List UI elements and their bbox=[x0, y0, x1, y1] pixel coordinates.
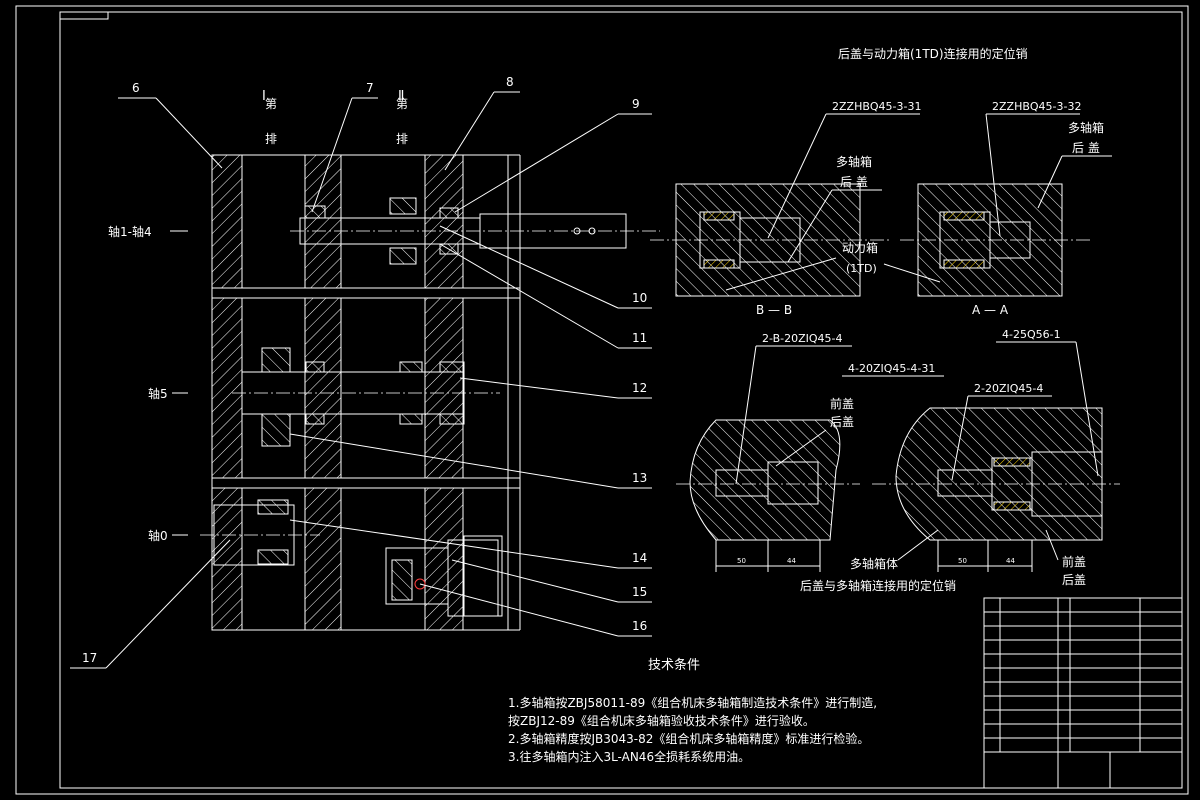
section-aa bbox=[900, 183, 1090, 297]
front-cover-label-2: 前盖 bbox=[1062, 554, 1086, 569]
notes-line-3: 2.多轴箱精度按JB3043-82《组合机床多轴箱精度》标准进行检验。 bbox=[508, 732, 870, 746]
inner-frame bbox=[59, 11, 1183, 789]
notes-title: 技术条件 bbox=[648, 658, 701, 673]
dim-44-b: 44 bbox=[1006, 557, 1015, 565]
section-aa-label: A — A bbox=[972, 303, 1009, 317]
corner-tag bbox=[59, 11, 109, 20]
pin-b-label: 2ZZHBQ45-3-31 bbox=[832, 100, 921, 113]
cover-pin-right bbox=[872, 407, 1120, 541]
title-block bbox=[983, 597, 1183, 789]
pin-front-left-label: 2-B-20ZIQ45-4 bbox=[762, 332, 843, 345]
notes-line-1: 1.多轴箱按ZBJ58011-89《组合机床多轴箱制造技术条件》进行制造, bbox=[508, 696, 878, 710]
title-bottom: 后盖与多轴箱连接用的定位销 bbox=[800, 578, 956, 593]
row-2-char-2: 排 bbox=[396, 132, 408, 146]
part-9: 9 bbox=[632, 97, 640, 111]
part-13: 13 bbox=[632, 471, 647, 485]
axis-label-1-4: 轴1-轴4 bbox=[108, 224, 152, 239]
power-box-b: (1TD) bbox=[846, 262, 877, 275]
power-box-a: 动力箱 bbox=[842, 240, 878, 255]
axis-label-5: 轴5 bbox=[148, 386, 168, 401]
multi-box-body-label: 多轴箱体 bbox=[850, 556, 898, 571]
axis-label-0: 轴0 bbox=[148, 528, 168, 543]
part-7: 7 bbox=[366, 81, 374, 95]
part-14: 14 bbox=[632, 551, 647, 565]
rear-cover-label: 后盖 bbox=[830, 415, 854, 429]
part-8: 8 bbox=[506, 75, 514, 89]
section-bb bbox=[650, 183, 890, 297]
section-bb-label: B — B bbox=[756, 303, 792, 317]
pin-a-label: 2ZZHBQ45-3-32 bbox=[992, 100, 1081, 113]
notes-line-2: 按ZBJ12-89《组合机床多轴箱验收技术条件》进行验收。 bbox=[508, 714, 815, 728]
part-11: 11 bbox=[632, 331, 647, 345]
row-1-char-2: 排 bbox=[265, 132, 277, 146]
dimensions: 50 44 50 44 bbox=[715, 540, 1033, 572]
dim-44-a: 44 bbox=[787, 557, 796, 565]
row-1-char-1: 第 bbox=[265, 97, 277, 111]
multi-box-cover-2b: 后 盖 bbox=[1072, 141, 1100, 155]
roman-1: Ⅰ bbox=[262, 89, 266, 104]
title-top: 后盖与动力箱(1TD)连接用的定位销 bbox=[838, 46, 1028, 61]
part-15: 15 bbox=[632, 585, 647, 599]
part-callouts: 6 7 8 9 10 11 12 13 14 15 16 17 bbox=[70, 75, 652, 669]
outer-frame bbox=[15, 5, 1189, 795]
pin-right-label: 2-20ZIQ45-4 bbox=[974, 382, 1043, 395]
front-cover-label: 前盖 bbox=[830, 396, 854, 411]
multi-box-cover-1b: 后 盖 bbox=[840, 175, 868, 189]
part-6: 6 bbox=[132, 81, 140, 95]
spindle-box-section bbox=[200, 154, 660, 631]
multi-box-cover-2a: 多轴箱 bbox=[1068, 120, 1104, 135]
part-17: 17 bbox=[82, 651, 97, 665]
notes-line-4: 3.往多轴箱内注入3L-AN46全损耗系统用油。 bbox=[508, 750, 751, 764]
row-2-char-1: 第 bbox=[396, 97, 408, 111]
dim-50-a: 50 bbox=[737, 557, 746, 565]
rear-cover-label-2: 后盖 bbox=[1062, 573, 1086, 587]
part-16: 16 bbox=[632, 619, 647, 633]
part-12: 12 bbox=[632, 381, 647, 395]
dim-50-b: 50 bbox=[958, 557, 967, 565]
pin-mid-label: 4-20ZIQ45-4-31 bbox=[848, 362, 935, 375]
roman-2: Ⅱ bbox=[398, 89, 404, 104]
pin-right-top-label: 4-25Q56-1 bbox=[1002, 328, 1061, 341]
cover-pin-left bbox=[676, 419, 860, 541]
multi-box-cover-1a: 多轴箱 bbox=[836, 154, 872, 169]
part-10: 10 bbox=[632, 291, 647, 305]
